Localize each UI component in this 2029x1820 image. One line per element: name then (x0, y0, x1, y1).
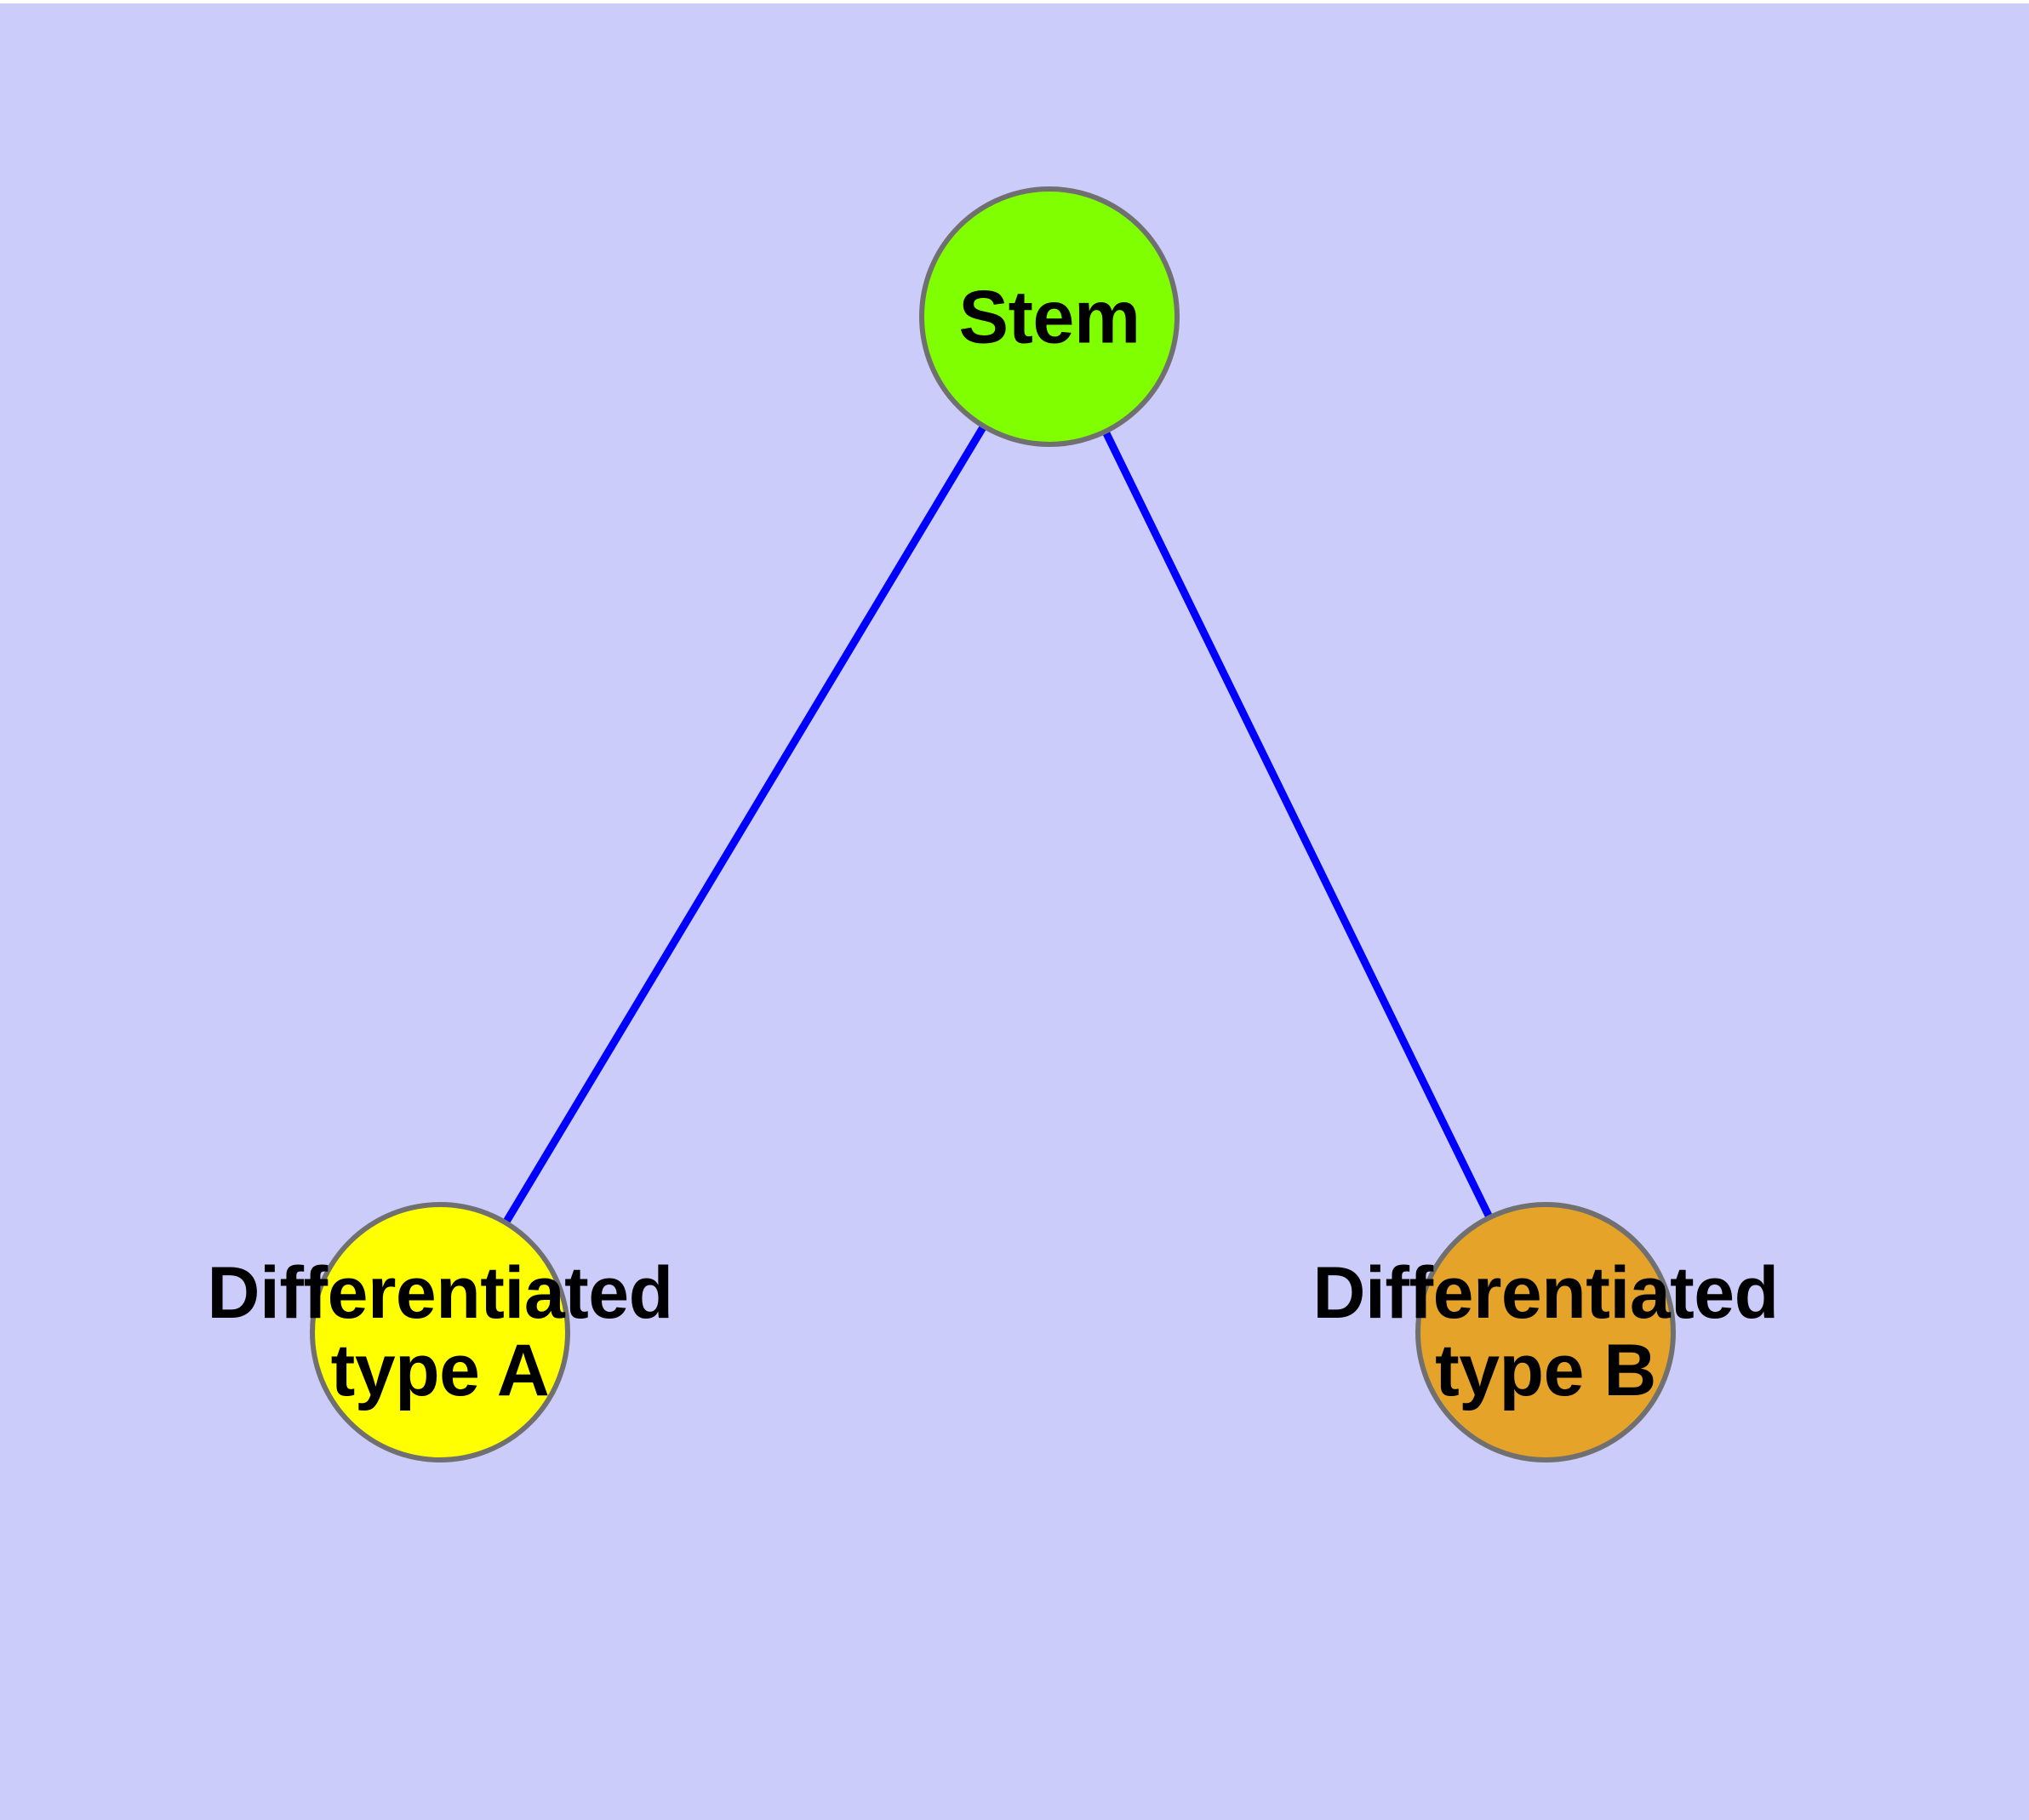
edges-layer (437, 314, 1550, 1335)
graph-node-stem[interactable] (919, 186, 1180, 447)
graph-edge (1045, 315, 1550, 1334)
graph-edge (437, 314, 1053, 1335)
graph-node-diff_b[interactable] (1415, 1202, 1676, 1462)
graph-node-diff_a[interactable] (310, 1202, 570, 1462)
graph-svg (310, 186, 1676, 1462)
nodes-layer (310, 186, 1676, 1462)
